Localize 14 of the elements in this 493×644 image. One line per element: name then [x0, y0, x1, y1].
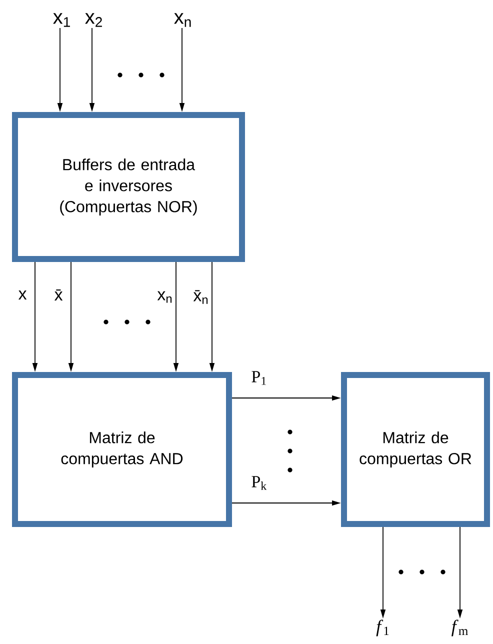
edge-label: x̄: [54, 289, 63, 301]
edge-label: x: [18, 290, 27, 300]
output-label: f$_{m}$: [452, 620, 468, 636]
edge-label: P$_{k}$: [252, 476, 267, 490]
process-box: Matriz de compuertas AND: [12, 372, 232, 527]
output-label: f$_{1}$: [376, 620, 389, 636]
input-label: x$_{n}$: [174, 13, 191, 27]
edge-label: x$_{n}$: [157, 291, 172, 303]
input-label: x$_{1}$: [53, 13, 70, 27]
process-box: Matriz de compuertas OR: [341, 372, 490, 527]
edge-label: P$_{1}$: [252, 371, 266, 385]
input-label: x$_{2}$: [85, 13, 102, 27]
process-box: Buffers de entrada e inversores (Compuertas NOR): [12, 112, 245, 262]
edge-label: x̄$_{n}$: [193, 290, 208, 304]
